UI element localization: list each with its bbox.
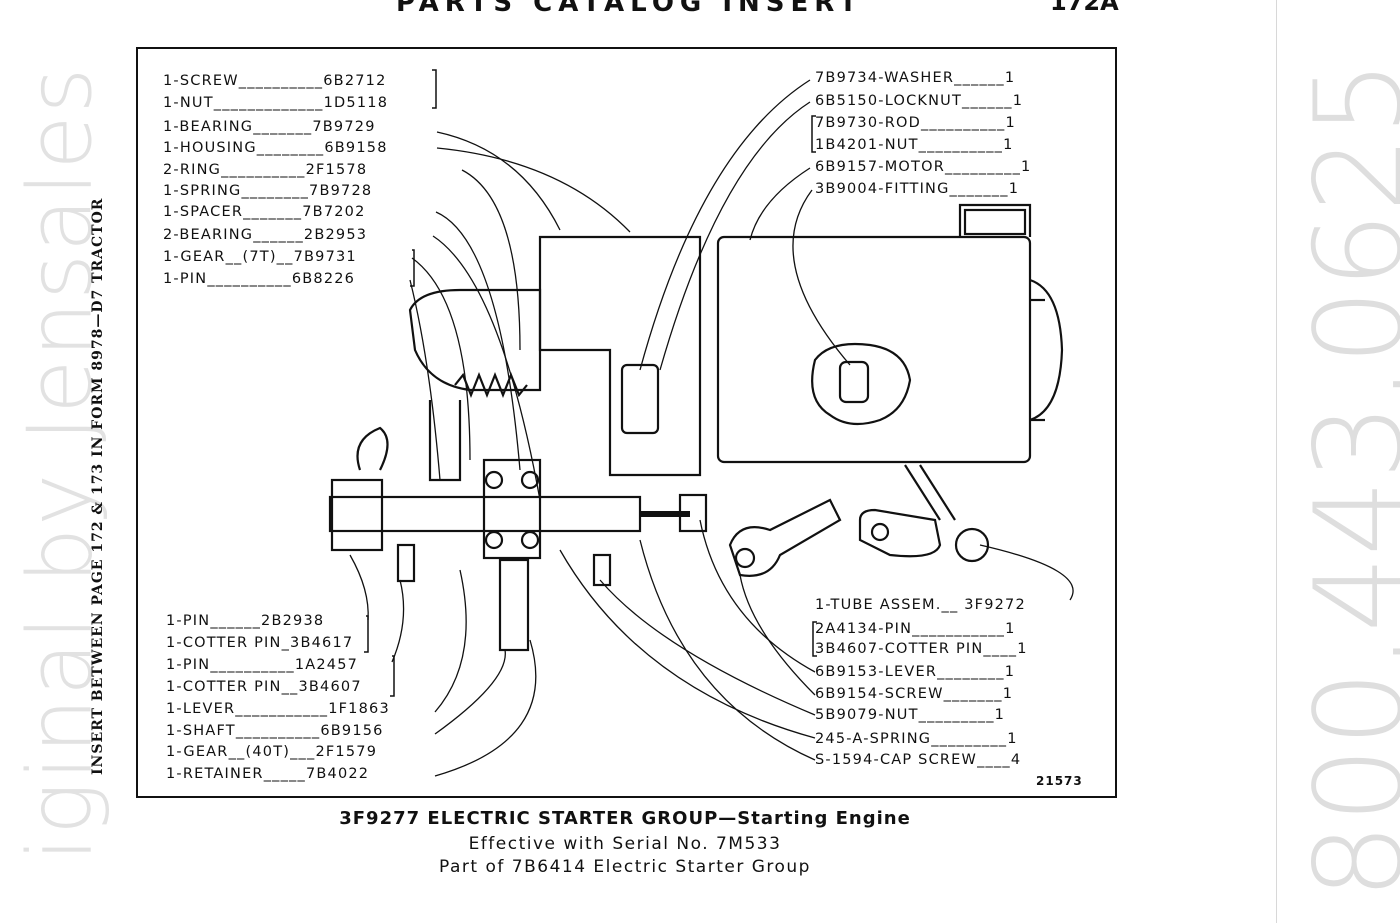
list-item: 1-COTTER PIN_3B4617 — [166, 635, 354, 651]
list-item: 7B9730-ROD__________1 — [815, 115, 1016, 131]
scan-edge-line — [1276, 0, 1277, 923]
list-item: 1-TUBE ASSEM.__ 3F9272 — [815, 597, 1026, 613]
list-item: 1-HOUSING________6B9158 — [163, 140, 388, 156]
knurled-locknut — [620, 363, 660, 435]
shaft-nut — [678, 493, 708, 533]
housing — [538, 235, 702, 477]
list-item: 1-RETAINER_____7B4022 — [166, 766, 370, 782]
list-item: 6B9153-LEVER________1 — [815, 664, 1016, 680]
list-item: 2-BEARING______2B2953 — [163, 227, 368, 243]
list-item: 1-BEARING_______7B9729 — [163, 119, 376, 135]
list-item: 1-GEAR__(7T)__7B9731 — [163, 249, 357, 265]
gear-shaft-stub — [498, 558, 530, 652]
list-item: 2-RING__________2F1578 — [163, 162, 368, 178]
motor-terminal-box — [963, 208, 1027, 236]
list-item: 1-GEAR__(40T)___2F1579 — [166, 744, 378, 760]
list-item: 1-SPRING________7B9728 — [163, 183, 373, 199]
lever-bracket — [330, 478, 384, 552]
motor-connector — [811, 342, 912, 426]
list-item: 1-PIN______2B2938 — [166, 613, 325, 629]
list-item: 6B5150-LOCKNUT______1 — [815, 93, 1024, 109]
motor-end-cap — [1029, 278, 1064, 422]
list-item: 1-COTTER PIN__3B4607 — [166, 679, 362, 695]
tube-assembly-bracket — [858, 508, 942, 558]
lower-fitting-left — [396, 543, 416, 583]
housing-bracket — [428, 400, 462, 482]
lower-fitting-right — [592, 553, 612, 587]
list-item: 1-PIN__________6B8226 — [163, 271, 356, 287]
leader-lines — [349, 79, 1074, 777]
list-item: 3B9004-FITTING_______1 — [815, 181, 1020, 197]
diagram-frame — [136, 47, 1117, 798]
list-item: 1-SCREW__________6B2712 — [163, 73, 387, 89]
list-item: 2A4134-PIN___________1 — [815, 621, 1016, 637]
list-item: 7B9734-WASHER______1 — [815, 70, 1016, 86]
list-item: 6B9154-SCREW_______1 — [815, 686, 1014, 702]
caption-title: 3F9277 ELECTRIC STARTER GROUP—Starting E… — [339, 808, 911, 829]
caption-serial: Effective with Serial No. 7M533 — [468, 834, 782, 854]
list-item: 1B4201-NUT__________1 — [815, 137, 1014, 153]
list-item: S-1594-CAP SCREW____4 — [815, 752, 1022, 768]
list-item: 1-SHAFT__________6B9156 — [166, 723, 384, 739]
list-item: 245-A-SPRING_________1 — [815, 731, 1018, 747]
spring — [454, 372, 528, 398]
list-item: 1-LEVER___________1F1863 — [166, 701, 390, 717]
lever-handle — [356, 426, 389, 471]
linkage-lever — [728, 498, 842, 577]
page-title: PARTS CATALOG INSERT — [396, 0, 863, 18]
fitting-plug — [838, 360, 870, 404]
list-item: 1-NUT_____________1D5118 — [163, 95, 389, 111]
page-number: 172A — [1050, 0, 1119, 16]
figure-number: 21573 — [1036, 774, 1083, 788]
caption-part-of: Part of 7B6414 Electric Starter Group — [439, 857, 811, 877]
list-item: 1-PIN__________1A2457 — [166, 657, 359, 673]
motor-top-box — [958, 203, 1032, 237]
gear-40t — [482, 458, 542, 560]
motor-body — [716, 235, 1032, 464]
list-item: 3B4607-COTTER PIN____1 — [815, 641, 1028, 657]
list-item: 6B9157-MOTOR_________1 — [815, 159, 1032, 175]
list-item: 5B9079-NUT_________1 — [815, 707, 1006, 723]
spring-eye — [954, 527, 990, 563]
list-item: 1-SPACER_______7B7202 — [163, 204, 366, 220]
